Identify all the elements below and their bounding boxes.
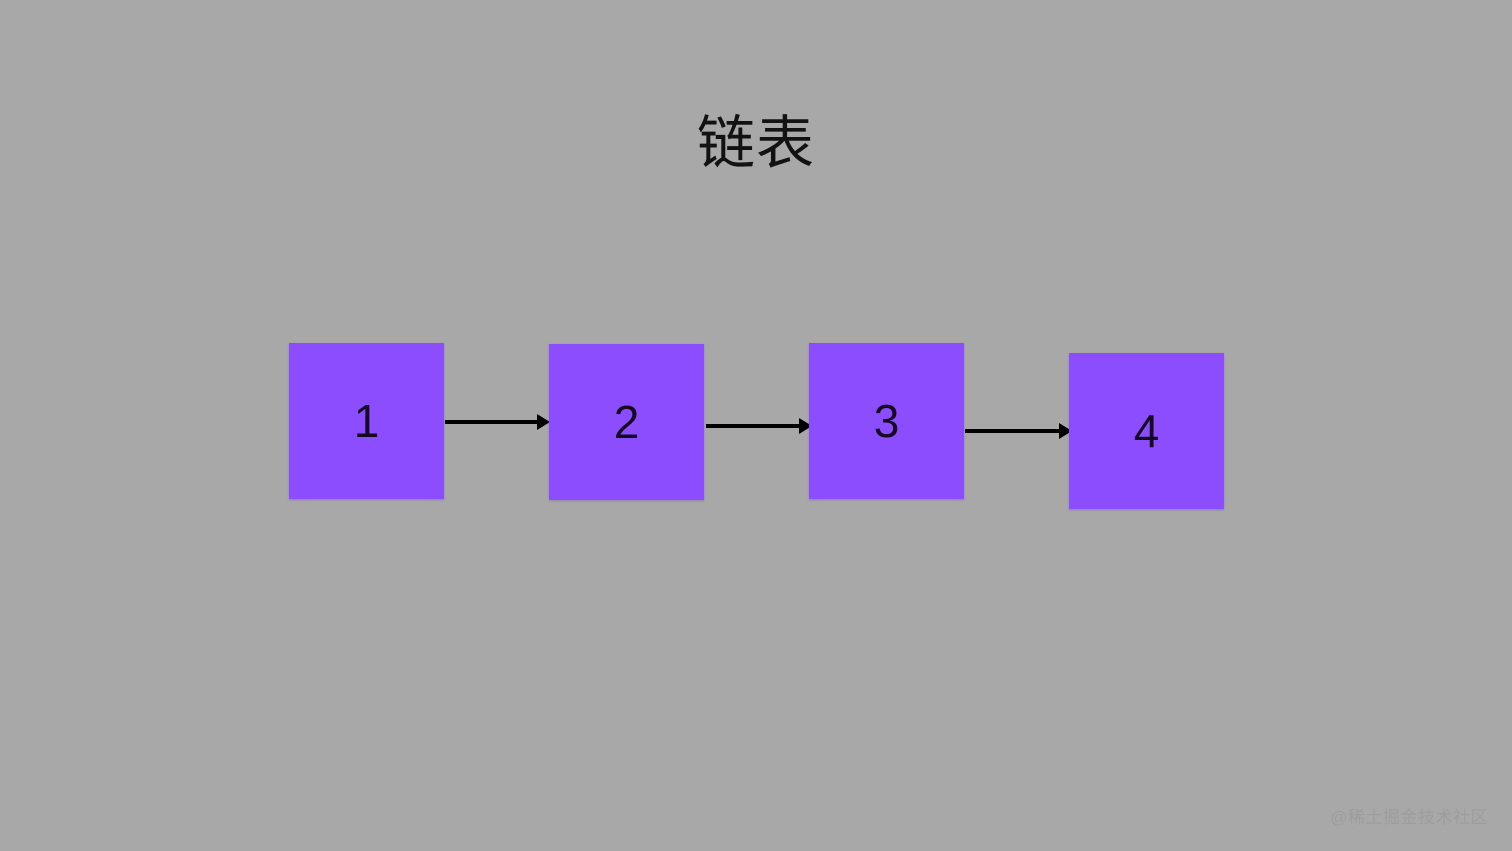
list-node-4[interactable]: 4 [1069, 353, 1224, 509]
list-node-label: 3 [873, 395, 900, 447]
arrow-shaft [965, 429, 1061, 433]
arrow-shaft [445, 420, 539, 424]
arrow-icon-node2-to-node3 [706, 416, 813, 436]
list-node-3[interactable]: 3 [809, 343, 964, 499]
watermark: @稀土掘金技术社区 [1330, 808, 1488, 827]
list-node-2[interactable]: 2 [549, 344, 704, 500]
arrow-icon-node3-to-node4 [965, 421, 1073, 441]
list-node-label: 4 [1133, 405, 1160, 457]
list-node-label: 2 [613, 396, 640, 448]
arrow-head [1059, 423, 1072, 439]
arrow-icon-node1-to-node2 [445, 412, 551, 432]
list-node-1[interactable]: 1 [289, 343, 444, 499]
arrow-head [799, 418, 812, 434]
arrow-shaft [706, 424, 801, 428]
page-title: 链表 [696, 111, 815, 176]
arrow-head [537, 414, 550, 430]
list-node-label: 1 [353, 395, 380, 447]
